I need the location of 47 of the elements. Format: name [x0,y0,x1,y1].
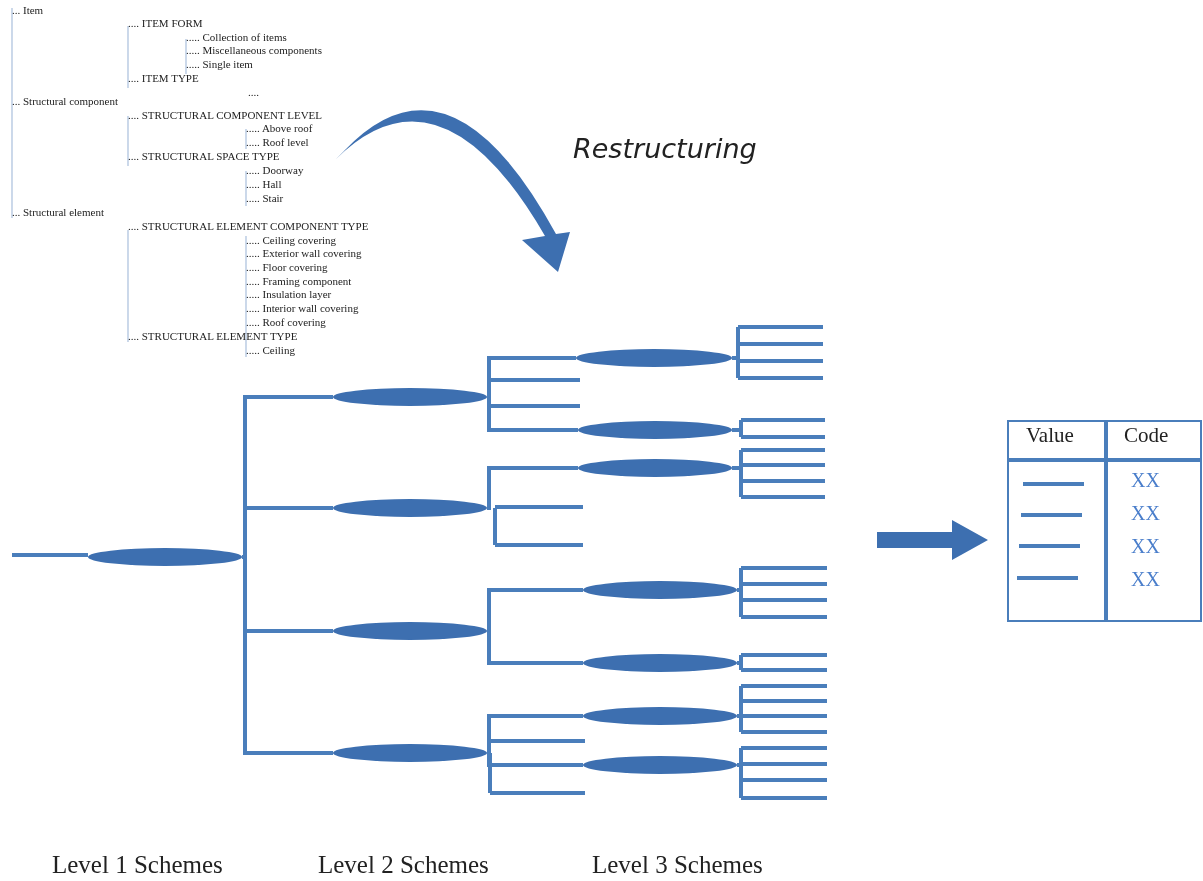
ellipse-node [583,581,737,599]
connector-line [12,553,88,557]
tree-entry-text: ... Structural component [12,96,118,107]
tree-entry-text: ..... Roof level [246,137,309,148]
tree-entry-text: ..... Floor covering [246,262,328,273]
code-text: XX [1131,503,1160,523]
code-text: XX [1131,470,1160,490]
code-text: XX [1131,569,1160,589]
tree-entry-text: ..... Insulation layer [246,289,332,300]
connector-line [486,466,578,510]
tree-entry-text: ..... Exterior wall covering [246,248,362,259]
tree-entry-text: .... [248,87,259,98]
tree-entry-text: ..... Ceiling covering [246,235,337,246]
ellipse-node [88,548,242,566]
tree-entry-text: .... ITEM TYPE [128,73,199,84]
ellipse-node [333,744,487,762]
ellipse-node [333,499,487,517]
tree-entry-text: ..... Framing component [246,276,352,287]
column-header: Value [1026,425,1074,446]
tree-entry-text: ..... Interior wall covering [246,303,359,314]
level-caption: Level 2 Schemes [318,852,489,877]
tree-entry-text: ... Structural element [12,207,104,218]
tree-entry-text: ..... Stair [246,193,284,204]
code-text: XX [1131,536,1160,556]
tree-entry-text: ... Item [12,5,44,16]
arrow-caption: Restructuring [573,135,757,162]
tree-entry-text: ..... Roof covering [246,317,326,328]
tree-entry-text: ..... Hall [246,179,282,190]
tree-entry-text: ..... Above roof [246,123,313,134]
ellipse-node [583,654,737,672]
tree-entry-text: .... ITEM FORM [128,18,203,29]
tree-entry-text: ..... Collection of items [186,32,287,43]
column-header: Code [1124,425,1169,446]
ellipse-node [333,622,487,640]
ellipse-node [333,388,487,406]
level-caption: Level 3 Schemes [592,852,763,877]
tree-entry-text: ..... Ceiling [246,345,295,356]
tree-entry-text: .... STRUCTURAL COMPONENT LEVEL [128,110,323,121]
tree-entry-text: .... STRUCTURAL ELEMENT COMPONENT TYPE [128,221,369,232]
level-caption: Level 1 Schemes [52,852,223,877]
ellipse-node [583,707,737,725]
tree-entry-text: ..... Single item [186,59,253,70]
tree-entry-text: .... STRUCTURAL ELEMENT TYPE [128,331,298,342]
tree-entry-text: ..... Miscellaneous components [186,45,322,56]
ellipse-node [583,756,737,774]
tree-entry-text: ..... Doorway [246,165,304,176]
tree-entry-text: .... STRUCTURAL SPACE TYPE [128,151,280,162]
